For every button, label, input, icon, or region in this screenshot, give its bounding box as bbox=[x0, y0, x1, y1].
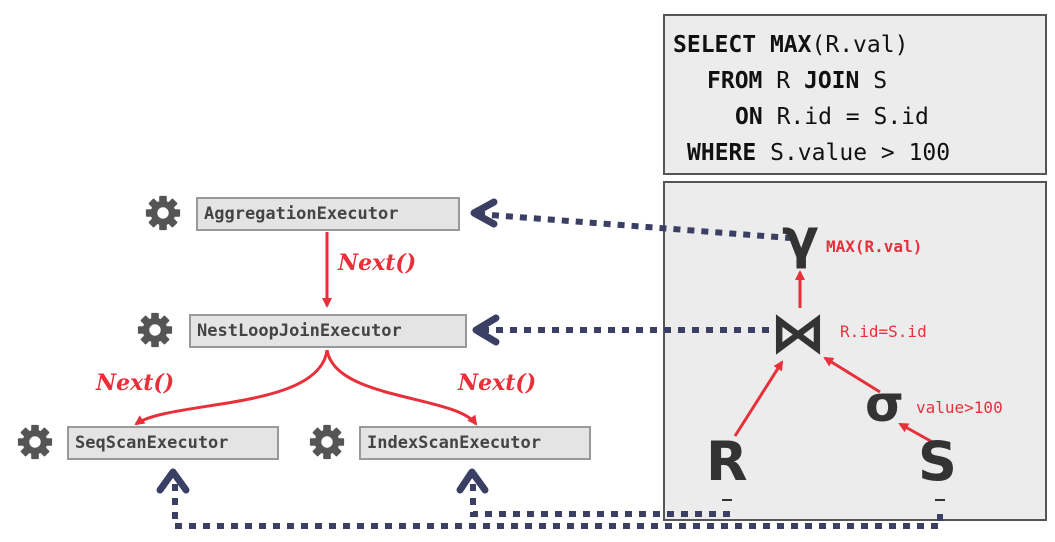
gear-icon bbox=[145, 195, 181, 231]
sql-keyword-join: JOIN bbox=[803, 68, 860, 94]
relation-r: R bbox=[706, 430, 748, 493]
aggregate-operator-label: MAX(R.val) bbox=[826, 237, 923, 256]
sql-keyword-max: MAX bbox=[769, 32, 812, 58]
selection-operator-symbol: σ bbox=[865, 375, 904, 433]
dotted-link-group bbox=[172, 211, 943, 529]
next-call-label: Next() bbox=[338, 250, 417, 276]
chevron-left-icon bbox=[472, 314, 500, 346]
plan-arrow-s-to-select bbox=[898, 422, 937, 446]
sql-line-select: SELECT MAX(R.val) bbox=[673, 32, 908, 58]
dotted-link-seqscan bbox=[172, 484, 943, 529]
gear-icon bbox=[309, 424, 345, 460]
index-scan-executor: IndexScanExecutor bbox=[359, 426, 591, 460]
dotted-link-agg bbox=[477, 211, 791, 241]
sql-line-where: WHERE S.value > 100 bbox=[687, 140, 950, 166]
sql-keyword-on: ON bbox=[735, 104, 763, 130]
selection-operator-label: value>100 bbox=[916, 398, 1003, 417]
plan-arrow-select-to-join bbox=[823, 356, 881, 394]
sql-keyword-where: WHERE bbox=[687, 140, 757, 166]
sql-text-relation-s: S bbox=[873, 68, 888, 94]
sql-line-from: FROM R JOIN S bbox=[707, 68, 887, 94]
join-operator-symbol: ⋈ bbox=[770, 301, 826, 366]
sql-text-join-condition: R.id = S.id bbox=[776, 104, 929, 130]
sql-text-relation-r: R bbox=[776, 68, 791, 94]
aggregation-executor: AggregationExecutor bbox=[196, 197, 460, 231]
dotted-link-indexscan bbox=[470, 484, 730, 517]
next-arrow-join-to-indexscan bbox=[325, 349, 478, 426]
next-call-label: Next() bbox=[458, 370, 537, 396]
seq-scan-executor: SeqScanExecutor bbox=[67, 426, 279, 460]
sql-text-where-condition: S.value > 100 bbox=[770, 140, 951, 166]
sql-query-box: SELECT MAX(R.val) FROM R JOIN S ON R.id … bbox=[663, 14, 1047, 175]
sql-keyword-from: FROM bbox=[707, 68, 763, 94]
next-call-label: Next() bbox=[96, 370, 175, 396]
sql-line-on: ON R.id = S.id bbox=[735, 104, 929, 130]
next-arrow-join-to-seqscan bbox=[134, 349, 329, 426]
chevron-left-icon bbox=[470, 198, 498, 228]
aggregate-operator-symbol: γ bbox=[782, 207, 819, 270]
gear-icon bbox=[17, 424, 53, 460]
sql-keyword-select: SELECT bbox=[673, 32, 757, 58]
relation-s: S bbox=[918, 430, 957, 493]
join-operator-label: R.id=S.id bbox=[840, 322, 927, 341]
sql-text-max-arg: (R.val) bbox=[811, 32, 909, 58]
plan-arrow-r-to-join bbox=[733, 360, 784, 437]
chevron-up-icon bbox=[156, 468, 190, 494]
gear-icon bbox=[137, 312, 173, 348]
query-plan-box bbox=[663, 181, 1047, 521]
nest-loop-join-executor: NestLoopJoinExecutor bbox=[189, 314, 467, 348]
chevron-up-icon bbox=[456, 468, 489, 494]
